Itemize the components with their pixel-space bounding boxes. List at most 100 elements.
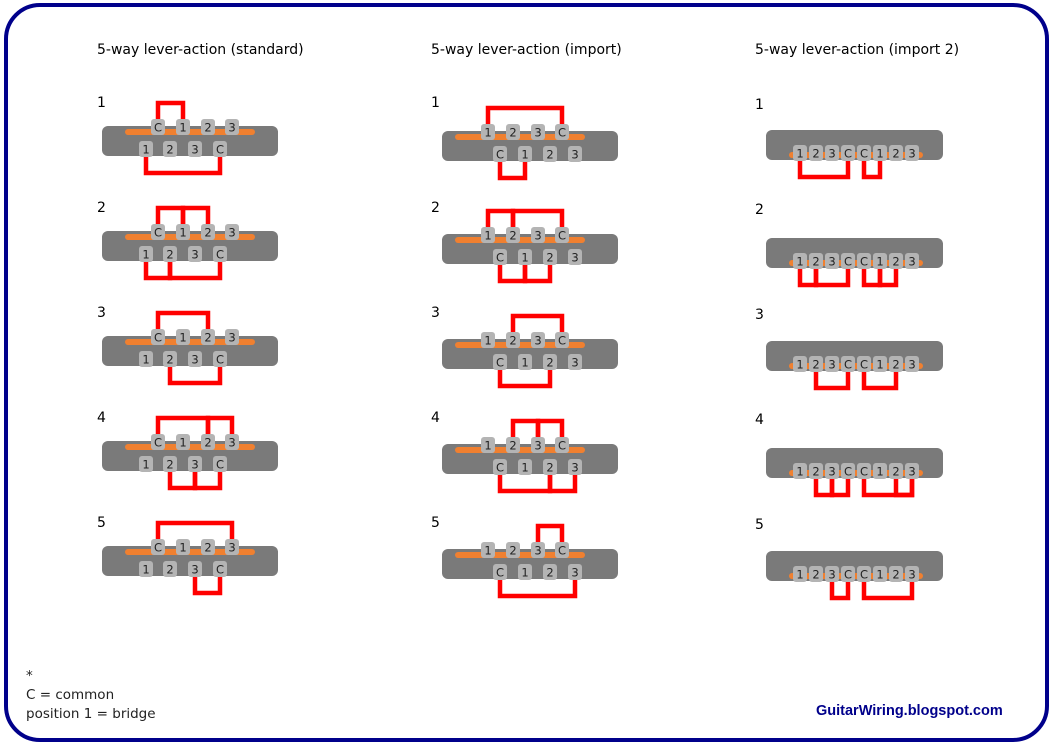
- terminal-top-tab: [176, 224, 190, 240]
- terminal-top-tab: [225, 224, 239, 240]
- terminal-label: 2: [892, 465, 899, 479]
- terminal-bottom-label: C: [496, 251, 504, 265]
- terminal-top-tab: [201, 329, 215, 345]
- terminal-label: 2: [812, 358, 819, 372]
- terminal-tab: [809, 253, 823, 269]
- terminal-bottom-label: 3: [571, 148, 578, 162]
- terminal-tab: [841, 463, 855, 479]
- terminal-bottom-tab: [213, 141, 227, 157]
- terminal-top-tab: [555, 542, 569, 558]
- terminal-bottom-label: 2: [546, 251, 553, 265]
- terminal-top-label: 3: [228, 226, 235, 240]
- terminal-bottom-tab: [139, 561, 153, 577]
- jumper-bottom: [829, 471, 851, 498]
- terminal-label: C: [844, 147, 852, 161]
- terminal-top-label: 2: [509, 544, 516, 558]
- terminal-label: 3: [908, 255, 915, 269]
- terminal-tab: [809, 463, 823, 479]
- terminal-label: 2: [892, 358, 899, 372]
- position-number: 3: [97, 305, 106, 321]
- terminal-top-label: 2: [204, 121, 211, 135]
- terminal-tab: [857, 566, 871, 582]
- terminal-top-tab: [176, 434, 190, 450]
- terminal-top-tab: [225, 434, 239, 450]
- terminal-label: C: [844, 568, 852, 582]
- jumper-top: [205, 415, 235, 442]
- terminal-top-label: 2: [204, 541, 211, 555]
- terminal-bottom-tab: [139, 456, 153, 472]
- terminal-top-tab: [176, 539, 190, 555]
- position-number: 5: [97, 515, 106, 531]
- column-title: 5-way lever-action (standard): [97, 42, 304, 58]
- jumper-top: [535, 523, 565, 550]
- terminal-tab: [825, 145, 839, 161]
- legend-notes: * C = common position 1 = bridge: [26, 667, 156, 724]
- terminal-bottom-tab: [139, 351, 153, 367]
- terminal-label: 3: [828, 255, 835, 269]
- terminal-bottom-label: C: [496, 148, 504, 162]
- terminal-top-tab: [531, 542, 545, 558]
- terminal-bottom-tab: [213, 456, 227, 472]
- terminal-bottom-label: 2: [546, 461, 553, 475]
- terminal-top-tab: [481, 124, 495, 140]
- jumper-bottom: [497, 362, 553, 389]
- terminal-bottom-tab: [543, 564, 557, 580]
- terminal-top-label: 1: [484, 126, 491, 140]
- terminal-bottom-label: 2: [166, 143, 173, 157]
- terminal-label: C: [844, 358, 852, 372]
- terminal-top-tab: [151, 539, 165, 555]
- terminal-bottom-label: C: [216, 353, 224, 367]
- terminal-top-label: 1: [484, 544, 491, 558]
- jumper-bottom: [813, 261, 851, 288]
- position-number: 3: [755, 307, 764, 323]
- terminal-tab: [825, 253, 839, 269]
- terminal-top-tab: [481, 227, 495, 243]
- terminal-top-tab: [201, 224, 215, 240]
- terminal-tab: [873, 145, 887, 161]
- terminal-bottom-label: 1: [521, 356, 528, 370]
- terminal-top-tab: [151, 224, 165, 240]
- terminal-tab: [857, 356, 871, 372]
- terminal-tab: [825, 356, 839, 372]
- terminal-top-tab: [531, 332, 545, 348]
- terminal-bottom-label: 3: [571, 566, 578, 580]
- terminal-bottom-tab: [493, 249, 507, 265]
- column-title: 5-way lever-action (import): [431, 42, 622, 58]
- terminal-top-label: 2: [509, 126, 516, 140]
- terminal-top-tab: [531, 124, 545, 140]
- terminal-bottom-label: 2: [166, 248, 173, 262]
- terminal-top-label: C: [558, 126, 566, 140]
- jumper-bottom: [829, 574, 851, 601]
- terminal-bottom-label: 2: [166, 353, 173, 367]
- terminal-top-label: C: [558, 334, 566, 348]
- terminal-tab: [793, 356, 807, 372]
- terminal-bottom-tab: [163, 141, 177, 157]
- terminal-bottom-label: 1: [521, 566, 528, 580]
- terminal-bottom-tab: [568, 459, 582, 475]
- terminal-top-tab: [176, 119, 190, 135]
- terminal-bottom-tab: [163, 561, 177, 577]
- terminal-top-label: 3: [534, 126, 541, 140]
- terminal-top-label: 2: [204, 226, 211, 240]
- terminal-bottom-tab: [188, 246, 202, 262]
- terminal-tab: [857, 463, 871, 479]
- terminal-bottom-label: 3: [191, 248, 198, 262]
- terminal-bottom-label: 2: [166, 563, 173, 577]
- terminal-tab: [857, 145, 871, 161]
- jumper-bottom: [893, 471, 915, 498]
- terminal-tab: [857, 253, 871, 269]
- terminal-bottom-label: 1: [142, 563, 149, 577]
- terminal-top-label: C: [558, 439, 566, 453]
- terminal-tab: [889, 145, 903, 161]
- terminal-top-tab: [506, 437, 520, 453]
- position-number: 5: [431, 515, 440, 531]
- terminal-tab: [873, 356, 887, 372]
- terminal-bottom-tab: [568, 146, 582, 162]
- terminal-tab: [825, 463, 839, 479]
- terminal-bottom-tab: [163, 246, 177, 262]
- terminal-top-label: 1: [179, 331, 186, 345]
- terminal-bottom-tab: [568, 354, 582, 370]
- terminal-top-tab: [481, 542, 495, 558]
- terminal-bottom-label: 1: [521, 148, 528, 162]
- terminal-label: 1: [876, 465, 883, 479]
